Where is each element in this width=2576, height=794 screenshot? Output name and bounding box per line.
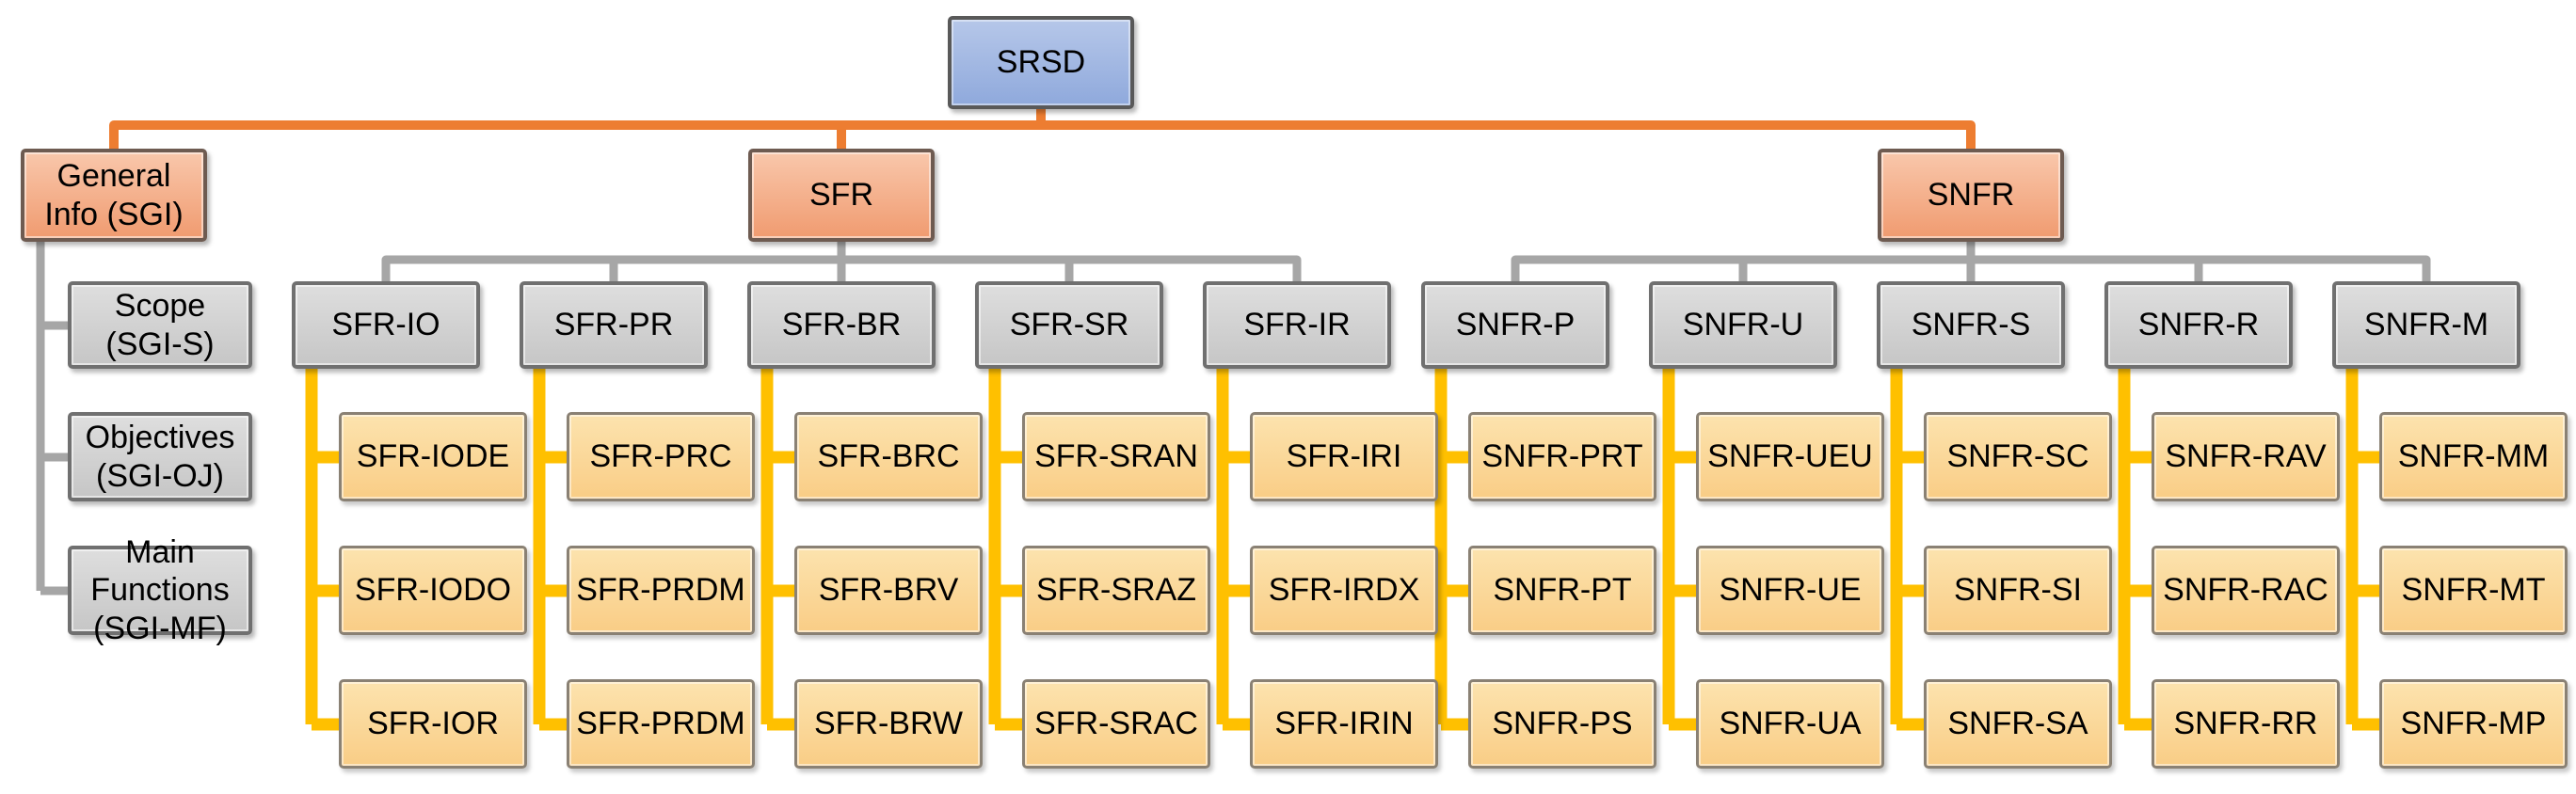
node-general-info-sgi: General Info (SGI) [21,149,207,242]
connector-snfr-s-gold [1890,369,1924,731]
connector-sfr-br-gold [760,369,794,731]
node-snfr-r: SNFR-R [2104,281,2293,369]
node-sfr-srac: SFR-SRAC [1022,679,1210,769]
node-sfr: SFR [748,149,935,242]
node-snfr-rav: SNFR-RAV [2152,412,2340,501]
node-snfr-rac: SNFR-RAC [2152,546,2340,635]
node-sfr-ir: SFR-IR [1203,281,1391,369]
connector-sfr-sr-gold [988,369,1022,731]
node-sfr-iodo: SFR-IODO [339,546,527,635]
node-snfr-si: SNFR-SI [1924,546,2112,635]
node-snfr-ps: SNFR-PS [1468,679,1656,769]
node-sfr-brv: SFR-BRV [794,546,983,635]
connector-snfr-u-gold [1662,369,1696,731]
node-sfr-prdm: SFR-PRDM [567,546,755,635]
node-main-functions-sgi-mf: Main Functions (SGI-MF) [68,534,252,646]
connector-root-orange [109,109,1976,149]
node-sfr-prc: SFR-PRC [567,412,755,501]
node-snfr-ueu: SNFR-UEU [1696,412,1884,501]
node-sfr-ior: SFR-IOR [339,679,527,769]
node-sfr-br: SFR-BR [747,281,936,369]
connector-sfr-pr-gold [533,369,567,731]
connector-sfr-io-gold [305,369,339,731]
node-snfr-prt: SNFR-PRT [1468,412,1656,501]
connector-snfr-gray [1511,242,2431,281]
node-snfr-sa: SNFR-SA [1924,679,2112,769]
connector-sgi-gray [36,242,68,596]
node-snfr-m: SNFR-M [2332,281,2520,369]
node-sfr-sraz: SFR-SRAZ [1022,546,1210,635]
node-sfr-io: SFR-IO [292,281,480,369]
node-snfr-mm: SNFR-MM [2379,412,2568,501]
node-snfr: SNFR [1878,149,2064,242]
connector-sfr-ir-gold [1216,369,1250,731]
node-snfr-mp: SNFR-MP [2379,679,2568,769]
node-sfr-iode: SFR-IODE [339,412,527,501]
node-sfr-pr: SFR-PR [520,281,708,369]
node-snfr-pt: SNFR-PT [1468,546,1656,635]
node-snfr-ue: SNFR-UE [1696,546,1884,635]
node-snfr-mt: SNFR-MT [2379,546,2568,635]
node-snfr-rr: SNFR-RR [2152,679,2340,769]
node-sfr-iri: SFR-IRI [1250,412,1438,501]
node-scope-sgi-s: Scope (SGI-S) [68,281,252,369]
node-snfr-u: SNFR-U [1649,281,1837,369]
node-snfr-ua: SNFR-UA [1696,679,1884,769]
connector-sfr-gray [381,242,1302,281]
node-sfr-sr: SFR-SR [975,281,1163,369]
node-sfr-brc: SFR-BRC [794,412,983,501]
node-sfr-sran: SFR-SRAN [1022,412,1210,501]
node-sfr-prdm: SFR-PRDM [567,679,755,769]
connector-snfr-m-gold [2345,369,2379,731]
connector-snfr-r-gold [2118,369,2152,731]
node-sfr-brw: SFR-BRW [794,679,983,769]
node-srsd: SRSD [948,16,1134,109]
node-snfr-sc: SNFR-SC [1924,412,2112,501]
node-sfr-irin: SFR-IRIN [1250,679,1438,769]
node-objectives-sgi-oj: Objectives (SGI-OJ) [68,412,252,501]
node-sfr-irdx: SFR-IRDX [1250,546,1438,635]
connector-snfr-p-gold [1434,369,1468,731]
node-snfr-p: SNFR-P [1421,281,1609,369]
node-snfr-s: SNFR-S [1877,281,2065,369]
